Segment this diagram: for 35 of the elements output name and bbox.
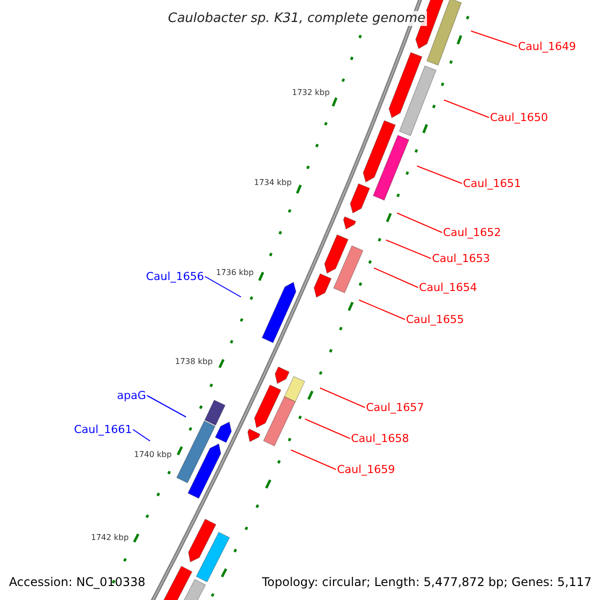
- leader-line: [304, 418, 350, 439]
- gene-label: Caul_1659: [337, 464, 395, 474]
- gene-label: Caul_1656: [146, 270, 204, 282]
- accession-text: Accession: NC_010338: [9, 576, 146, 588]
- gene-label: Caul_1654: [419, 282, 477, 292]
- leader-line: [204, 276, 242, 298]
- gene-label: Caul_1649: [518, 40, 576, 52]
- leader-line: [290, 450, 336, 470]
- leader-line: [320, 388, 366, 408]
- gene-label: Caul_1658: [351, 432, 409, 444]
- scale-label: 1742 kbp: [91, 534, 129, 542]
- genome-info-text: Topology: circular; Length: 5,477,872 bp; Genes: 5,117: [262, 576, 592, 588]
- leader-line: [358, 300, 406, 320]
- leader-line: [416, 166, 462, 184]
- leader-line: [386, 240, 432, 259]
- scale-label: 1738 kbp: [175, 358, 213, 366]
- title: Caulobacter sp. K31, complete genome: [166, 11, 428, 26]
- leader-line: [146, 395, 186, 418]
- scale-label: 1736 kbp: [216, 269, 254, 277]
- gene-label: Caul_1652: [443, 226, 501, 238]
- leader-line: [396, 212, 442, 233]
- scale-label: 1732 kbp: [292, 89, 330, 97]
- scale-label: 1740 kbp: [134, 451, 172, 459]
- gene-label: Caul_1655: [406, 314, 464, 324]
- leader-line: [132, 429, 150, 442]
- gene-label: apaG: [117, 390, 146, 400]
- leader-line: [374, 268, 418, 288]
- scale-label: 1734 kbp: [254, 179, 292, 187]
- leader-line: [444, 100, 490, 118]
- gene-label: Caul_1650: [490, 112, 548, 122]
- gene-label: Caul_1653: [432, 252, 490, 264]
- gene-label: Caul_1651: [463, 178, 521, 188]
- leader-line: [470, 30, 518, 47]
- gene-label: Caul_1661: [74, 424, 132, 434]
- gene-label: Caul_1657: [366, 402, 424, 412]
